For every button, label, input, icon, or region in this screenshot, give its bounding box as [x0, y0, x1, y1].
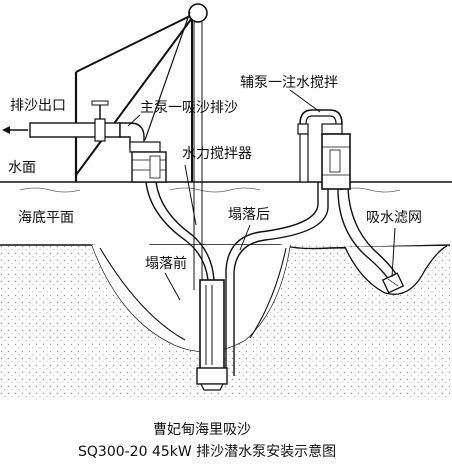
- suction-filter: [381, 272, 405, 294]
- leader-lines: [127, 89, 396, 301]
- suction-hose-inner: [347, 188, 399, 279]
- submersible-pump: [196, 279, 228, 391]
- label-water-surface: 水面: [8, 160, 36, 176]
- label-aux-pump: 辅泵一注水搅拌: [240, 75, 338, 91]
- crater-right: [344, 245, 448, 295]
- main-hose-inner: [155, 181, 215, 281]
- crater-after: [99, 247, 287, 341]
- label-discharge-outlet: 排沙出口: [10, 98, 66, 114]
- water-surface: [0, 181, 452, 193]
- label-seabed-plane: 海底平面: [18, 210, 74, 226]
- discharge-arrow: [2, 126, 28, 134]
- mixer-hose-inner: [233, 182, 329, 376]
- suction-hose: [337, 188, 391, 283]
- label-before-collapse: 塌落前: [145, 256, 187, 272]
- label-suction-filter: 吸水滤网: [366, 210, 422, 226]
- label-hydraulic-mixer: 水力搅拌器: [182, 146, 252, 162]
- label-after-collapse: 塌落后: [228, 207, 270, 223]
- crater-before-fill: [92, 245, 290, 352]
- main-pump: [129, 141, 167, 183]
- main-hose: [145, 181, 209, 281]
- aux-pump: [297, 109, 351, 190]
- caption-line-1: 曹妃甸海里吸沙: [153, 422, 251, 438]
- hoist-cable: [144, 11, 191, 141]
- label-main-pump: 主泵一吸沙排沙: [140, 100, 238, 116]
- caption-line-2: SQ300-20 45kW 排沙潜水泵安装示意图: [78, 444, 337, 460]
- mixer-hose: [225, 182, 319, 376]
